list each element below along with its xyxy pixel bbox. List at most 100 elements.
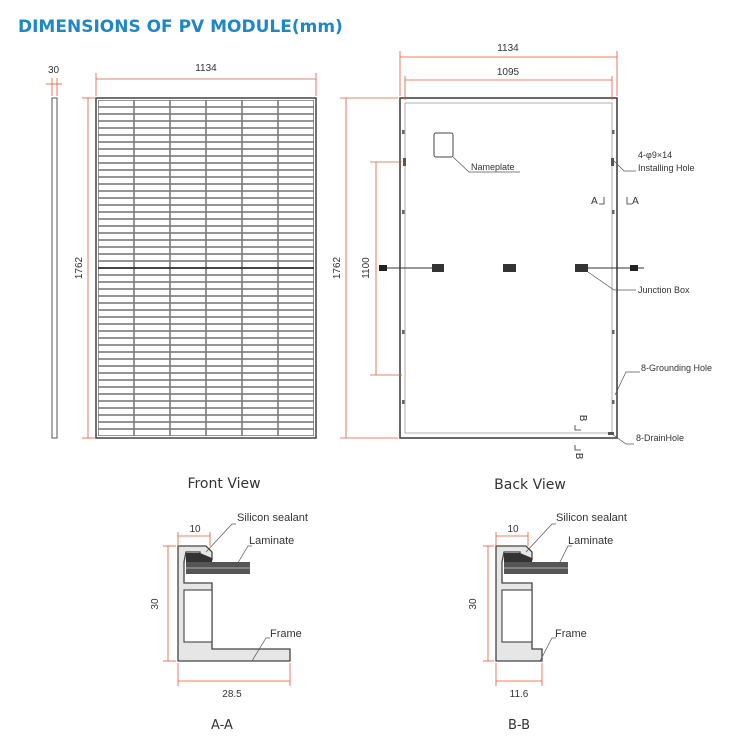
- solar-cell: [98, 247, 134, 254]
- solar-cell: [134, 107, 170, 114]
- solar-cell: [170, 156, 206, 163]
- solar-cell: [170, 380, 206, 387]
- solar-cell: [170, 338, 206, 345]
- aa-top-width-label: 10: [189, 524, 201, 535]
- solar-cell: [98, 114, 134, 121]
- solar-cell: [134, 135, 170, 142]
- back-height-label: 1762: [332, 256, 343, 279]
- page-title: DIMENSIONS OF PV MODULE(mm): [18, 17, 343, 37]
- solar-cell: [170, 177, 206, 184]
- solar-cell: [278, 394, 314, 401]
- bb-top-width-label: 10: [507, 524, 519, 535]
- solar-cell: [98, 254, 134, 261]
- solar-cell: [206, 142, 242, 149]
- solar-cell: [206, 429, 242, 436]
- solar-cell: [134, 310, 170, 317]
- solar-cell: [170, 345, 206, 352]
- solar-cell: [206, 303, 242, 310]
- sealant-bb: [504, 553, 532, 563]
- solar-cell: [206, 331, 242, 338]
- solar-cell: [134, 184, 170, 191]
- solar-cell: [278, 366, 314, 373]
- solar-cell: [170, 212, 206, 219]
- solar-cell: [278, 275, 314, 282]
- solar-cell: [170, 296, 206, 303]
- solar-cell: [278, 296, 314, 303]
- solar-cell: [98, 289, 134, 296]
- solar-cell: [134, 401, 170, 408]
- solar-cell: [98, 163, 134, 170]
- aa-laminate-label: Laminate: [249, 535, 294, 547]
- solar-cell: [170, 429, 206, 436]
- solar-cell: [206, 338, 242, 345]
- solar-cell: [134, 282, 170, 289]
- aa-sealant-label: Silicon sealant: [237, 512, 308, 524]
- solar-cell: [242, 303, 278, 310]
- solar-cell: [278, 359, 314, 366]
- solar-cell: [242, 387, 278, 394]
- solar-cell: [134, 233, 170, 240]
- solar-cell: [98, 310, 134, 317]
- front-width-label: 1134: [195, 63, 217, 74]
- grounding-hole: [612, 210, 615, 214]
- solar-cell: [98, 261, 134, 268]
- solar-cell: [134, 247, 170, 254]
- solar-cell: [170, 387, 206, 394]
- solar-cell: [134, 415, 170, 422]
- solar-cell: [278, 177, 314, 184]
- solar-cell: [206, 247, 242, 254]
- solar-cell: [134, 177, 170, 184]
- solar-cell: [206, 401, 242, 408]
- solar-cell: [170, 317, 206, 324]
- solar-cell: [206, 114, 242, 121]
- solar-cell: [134, 394, 170, 401]
- solar-cell: [242, 324, 278, 331]
- section-mark-a-right: A: [632, 196, 639, 207]
- solar-cell: [98, 387, 134, 394]
- solar-cell: [206, 149, 242, 156]
- solar-cell: [278, 373, 314, 380]
- solar-cell: [278, 352, 314, 359]
- solar-cell: [98, 268, 134, 275]
- solar-cell: [278, 324, 314, 331]
- grounding-hole: [402, 330, 405, 334]
- solar-cell: [242, 338, 278, 345]
- solar-cell: [242, 233, 278, 240]
- solar-cell: [134, 261, 170, 268]
- solar-cell: [278, 128, 314, 135]
- solar-cell: [134, 345, 170, 352]
- solar-cell: [206, 233, 242, 240]
- solar-cell: [242, 394, 278, 401]
- side-profile: 30: [46, 65, 62, 439]
- solar-cell: [206, 352, 242, 359]
- solar-cell: [170, 184, 206, 191]
- solar-cell: [98, 338, 134, 345]
- front-view-cell-grid: [98, 100, 314, 436]
- solar-cell: [278, 345, 314, 352]
- solar-cell: [206, 408, 242, 415]
- solar-cell: [170, 219, 206, 226]
- solar-cell: [242, 373, 278, 380]
- solar-cell: [98, 380, 134, 387]
- solar-cell: [206, 415, 242, 422]
- solar-cell: [242, 268, 278, 275]
- solar-cell: [170, 282, 206, 289]
- solar-cell: [98, 331, 134, 338]
- solar-cell: [242, 219, 278, 226]
- solar-cell: [170, 401, 206, 408]
- grounding-hole-label: 8-Grounding Hole: [641, 363, 712, 373]
- solar-cell: [98, 303, 134, 310]
- solar-cell: [242, 310, 278, 317]
- back-outer-width-label: 1134: [497, 43, 519, 54]
- solar-cell: [278, 135, 314, 142]
- front-height-label: 1762: [74, 256, 85, 279]
- solar-cell: [206, 317, 242, 324]
- bb-laminate-label: Laminate: [568, 535, 613, 547]
- solar-cell: [278, 191, 314, 198]
- back-inner-width-label: 1095: [497, 67, 520, 78]
- sealant-aa: [186, 553, 212, 563]
- solar-cell: [98, 135, 134, 142]
- solar-cell: [170, 408, 206, 415]
- solar-cell: [134, 163, 170, 170]
- solar-cell: [206, 156, 242, 163]
